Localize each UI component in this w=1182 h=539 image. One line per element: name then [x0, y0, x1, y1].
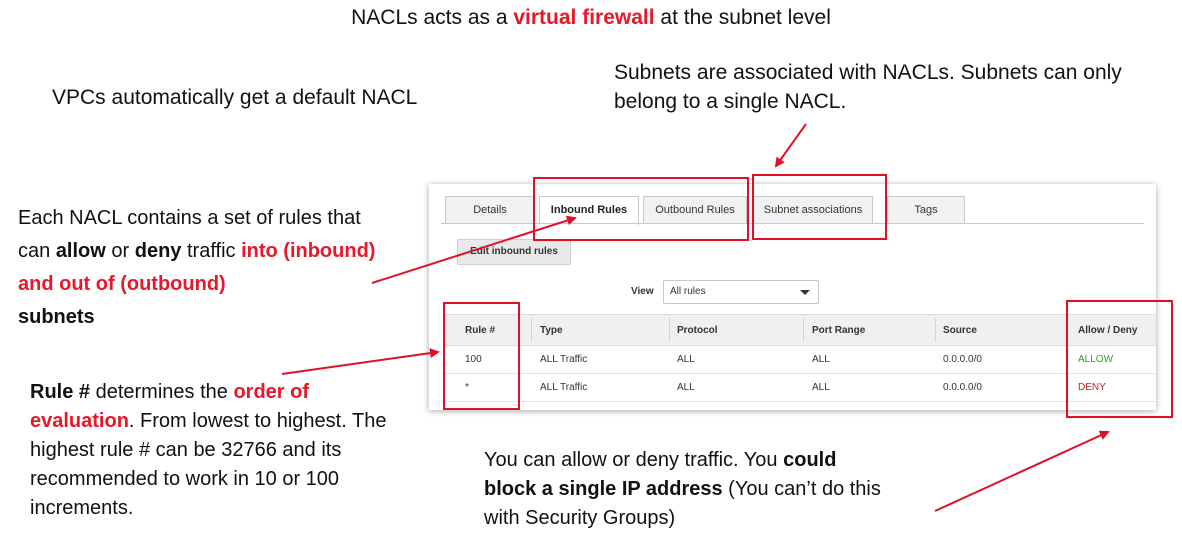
rules-note-text: Each NACL contains a set of rules that c… [18, 207, 361, 262]
allow-deny-cell: ALLOW [1078, 354, 1114, 365]
subnet-associations-highlight-box [752, 174, 887, 240]
rule-number-order: order of evaluation [30, 381, 310, 432]
arrow-to-subnet-associations [774, 123, 807, 168]
arrow-to-rule-number [281, 348, 440, 375]
rules-note-subnets: subnets [18, 306, 95, 328]
rules-note-traffic: traffic [181, 240, 242, 262]
column-rule-number: Rule # [465, 325, 496, 336]
type-cell: ALL Traffic [540, 354, 588, 365]
column-type: Type [540, 325, 563, 336]
column-protocol: Protocol [677, 325, 718, 336]
rules-note-into: into (inbound) and out of (outbound) [18, 240, 376, 295]
type-cell: ALL Traffic [540, 382, 588, 393]
rule-number-cell: * [465, 382, 469, 393]
tab-tags[interactable]: Tags [887, 196, 965, 223]
rules-note-allow: allow [55, 240, 106, 262]
port-range-cell: ALL [812, 354, 830, 365]
tab-subnet-associations[interactable]: Subnet associations [753, 196, 873, 223]
rule-number-highlight-box [443, 302, 520, 410]
chevron-down-icon [800, 290, 810, 295]
protocol-cell: ALL [677, 354, 695, 365]
column-source: Source [943, 325, 977, 336]
column-allow-deny: Allow / Deny [1078, 325, 1138, 336]
source-cell: 0.0.0.0/0 [943, 382, 982, 393]
arrow-to-allow-deny [934, 430, 1110, 512]
allow-note-text-1: You can allow or deny traffic. You [484, 449, 784, 471]
view-select[interactable]: All rules [663, 280, 819, 304]
protocol-cell: ALL [677, 382, 695, 393]
allow-note-text-2: (You can’t do this with Security Groups) [484, 478, 881, 529]
inbound-rules-highlight-box [533, 177, 749, 241]
allow-note-bold: could block a single IP address [484, 449, 837, 500]
rules-note-or: or [105, 240, 135, 262]
allow-deny-note: You can allow or deny traffic. You could… [484, 446, 894, 533]
subnet-note: Subnets are associated with NACLs. Subne… [614, 61, 1122, 113]
tab-details[interactable]: Details [445, 196, 535, 223]
port-range-cell: ALL [812, 382, 830, 393]
column-separator [531, 318, 532, 342]
table-row[interactable]: 100 ALL Traffic ALL ALL 0.0.0.0/0 ALLOW [445, 345, 1156, 374]
rule-number-rest: . From lowest to highest. The highest ru… [30, 410, 387, 519]
arrow-to-inbound-rules [371, 215, 577, 284]
tab-inbound-rules[interactable]: Inbound Rules [539, 196, 639, 225]
rule-number-cell: 100 [465, 354, 482, 365]
column-separator [803, 318, 804, 342]
rule-number-note: Rule # determines the order of evaluatio… [30, 378, 405, 523]
title-highlight: virtual firewall [513, 6, 655, 29]
column-separator [669, 318, 670, 342]
title-text-1: NACLs acts as a [351, 6, 514, 29]
tab-outbound-rules[interactable]: Outbound Rules [643, 196, 747, 223]
nacl-console-panel: Details Inbound Rules Outbound Rules Sub… [429, 184, 1156, 410]
tab-divider [441, 223, 1144, 224]
column-port-range: Port Range [812, 325, 866, 336]
rule-number-label: Rule # [30, 381, 91, 403]
slide-title: NACLs acts as a virtual firewall at the … [0, 6, 1182, 30]
title-text-2: at the subnet level [654, 6, 831, 29]
rule-number-mid: determines the [90, 381, 234, 403]
view-label: View [631, 286, 654, 297]
allow-deny-cell: DENY [1078, 382, 1106, 393]
allow-deny-highlight-box [1066, 300, 1173, 418]
rules-note-deny: deny [134, 240, 182, 262]
vpc-note: VPCs automatically get a default NACL [52, 86, 418, 109]
rules-note: Each NACL contains a set of rules that c… [18, 202, 398, 334]
view-select-value: All rules [670, 286, 706, 297]
edit-inbound-rules-button[interactable]: Edit inbound rules [457, 239, 571, 265]
column-separator [935, 318, 936, 342]
source-cell: 0.0.0.0/0 [943, 354, 982, 365]
table-row[interactable]: * ALL Traffic ALL ALL 0.0.0.0/0 DENY [445, 373, 1156, 402]
rules-table-header: Rule # Type Protocol Port Range Source A… [445, 314, 1156, 346]
